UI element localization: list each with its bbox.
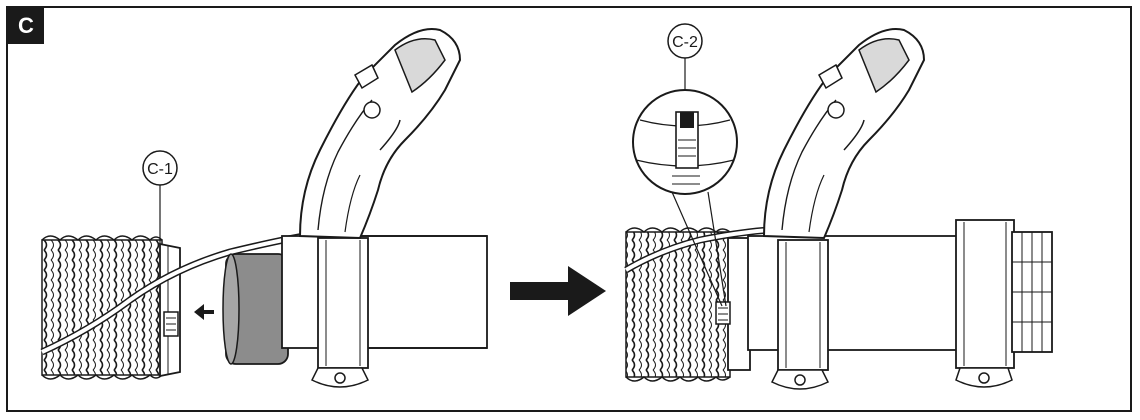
callout-c2-label: C-2 — [672, 34, 698, 51]
detail-magnifier — [632, 89, 738, 307]
hose-cuff-left — [159, 242, 181, 378]
callout-c1-label: C-1 — [147, 161, 173, 178]
clamp-screw-left — [163, 311, 179, 337]
tube-collar-right — [955, 219, 1015, 388]
right-panel: C-2 — [624, 23, 1053, 390]
tube-clamp-left — [310, 237, 370, 388]
hose-right — [625, 227, 731, 382]
transition-arrow — [510, 266, 606, 316]
tool-tube-left — [281, 235, 488, 349]
tool-handle-right — [762, 28, 926, 240]
left-panel: C-1 — [40, 28, 488, 388]
hose-left — [41, 235, 163, 380]
step-badge: C — [8, 8, 44, 44]
callout-c2: C-2 — [667, 23, 703, 90]
tube-clamp-right — [770, 239, 830, 390]
dust-port-adapter — [222, 253, 289, 365]
callout-c1: C-1 — [142, 150, 178, 244]
tool-handle-left — [298, 28, 462, 240]
outlet-nozzle — [1011, 231, 1053, 353]
hose-cuff-right — [715, 237, 751, 371]
remove-arrow — [194, 304, 214, 320]
